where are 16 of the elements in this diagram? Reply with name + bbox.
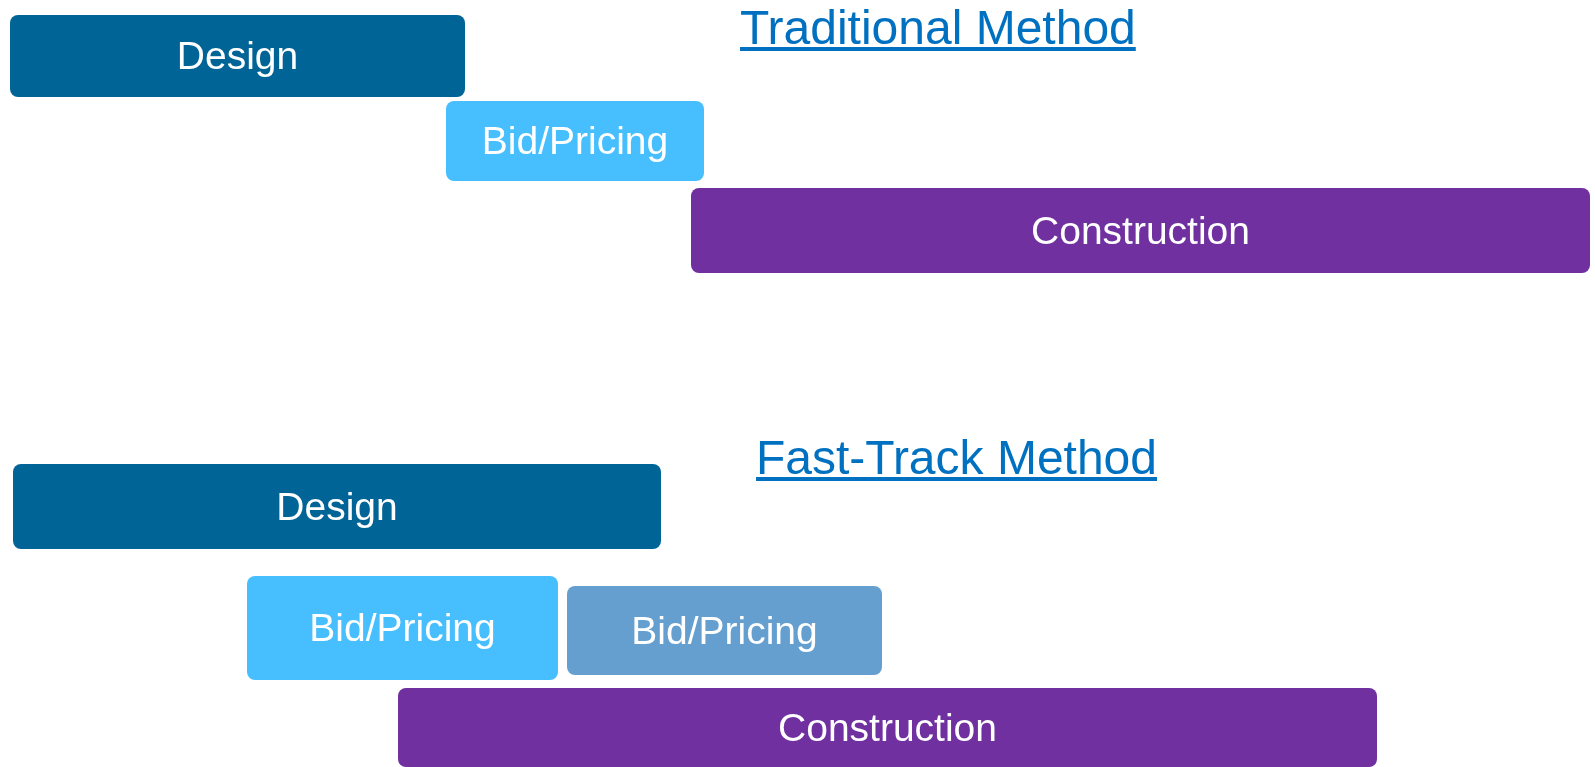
phase-label: Bid/Pricing [309,606,496,650]
method-heading: Traditional Method [740,2,1136,55]
phase-label: Design [276,484,398,529]
phase-bar [398,688,1377,767]
phase-bar [247,576,558,680]
phase-label: Bid/Pricing [631,608,818,653]
method-heading: Fast-Track Method [756,432,1157,485]
phase-label: Bid/Pricing [481,119,669,163]
phase-bar [13,464,661,549]
phase-label: Construction [778,705,997,750]
phase-bar [446,101,704,181]
phase-label: Design [176,34,299,78]
phase-bar [567,586,882,675]
phase-label: Construction [1031,208,1250,253]
phase-bar [10,15,465,97]
phase-bar [691,188,1590,273]
